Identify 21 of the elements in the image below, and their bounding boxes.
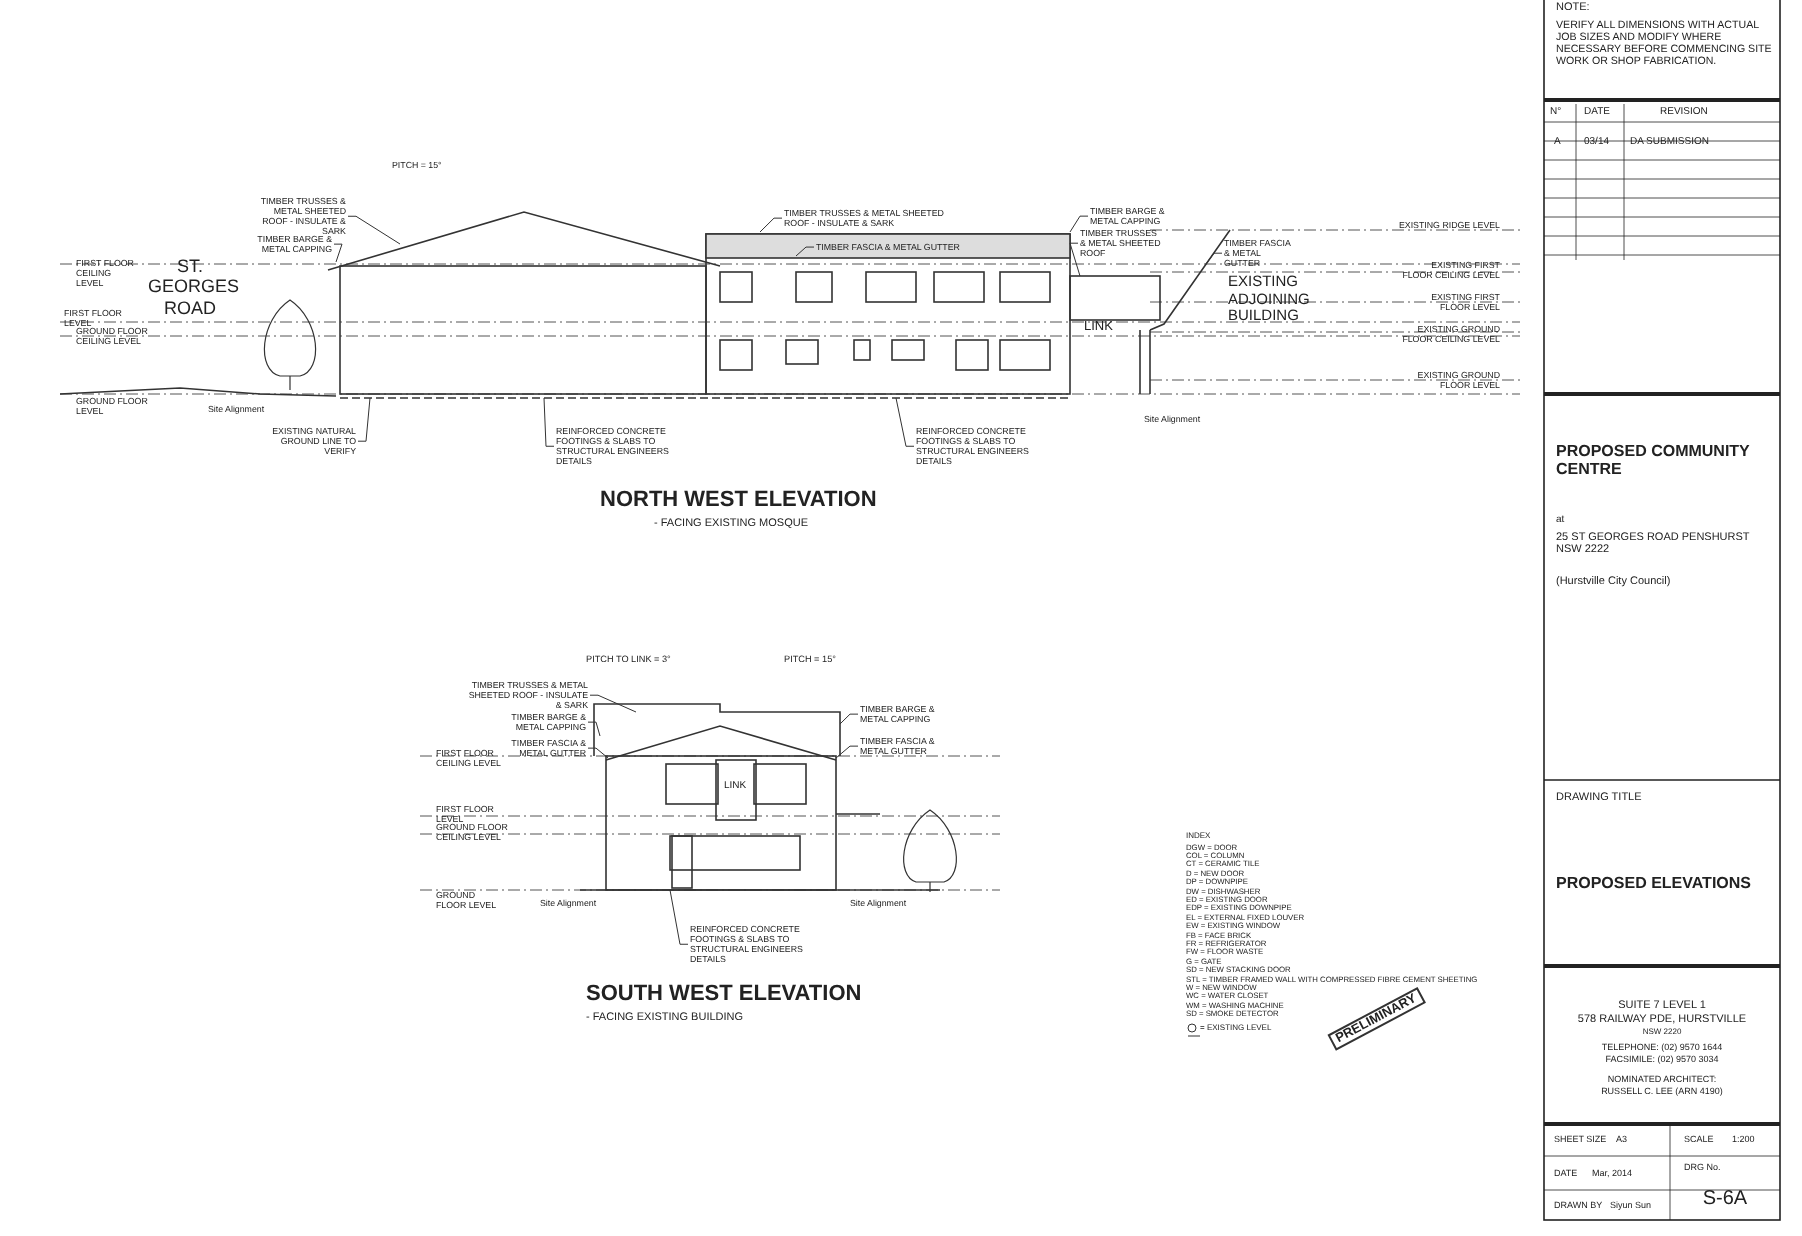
leader-line bbox=[1069, 215, 1089, 233]
leader-line bbox=[835, 745, 859, 759]
drawing-number: S-6A bbox=[1700, 1188, 1750, 1211]
leader-line bbox=[589, 694, 637, 713]
leader-line bbox=[795, 246, 815, 257]
leader-line bbox=[543, 397, 555, 447]
leader-line bbox=[357, 397, 371, 442]
leader-line bbox=[587, 721, 601, 737]
leader-line bbox=[1205, 252, 1223, 265]
leader-line bbox=[333, 243, 343, 263]
leader-line bbox=[587, 747, 609, 759]
leader-line bbox=[669, 889, 689, 945]
leader-line bbox=[839, 713, 859, 725]
leader-line bbox=[1069, 242, 1081, 277]
leader-line bbox=[759, 217, 783, 233]
drawing-title: PROPOSED ELEVATIONS bbox=[1556, 874, 1753, 893]
leader-line bbox=[895, 397, 915, 447]
elevation-title: SOUTH WEST ELEVATION bbox=[586, 982, 864, 1008]
leader-line bbox=[347, 215, 401, 245]
project-title: PROPOSED COMMUNITY CENTRE bbox=[1556, 442, 1752, 479]
elevation-title: NORTH WEST ELEVATION bbox=[600, 488, 879, 514]
